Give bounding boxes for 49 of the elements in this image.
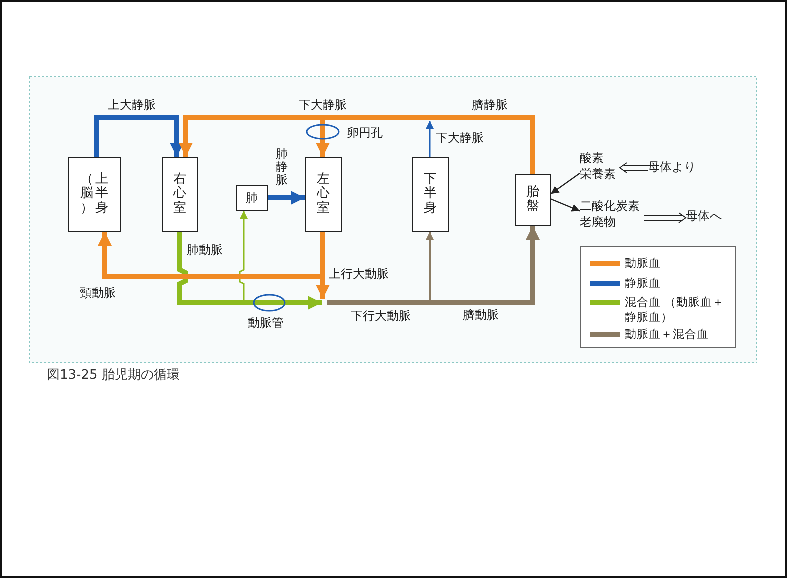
arrow	[426, 121, 434, 157]
legend-label: 動脈血	[625, 256, 662, 271]
arrow	[327, 226, 540, 306]
organ-box	[68, 157, 121, 232]
annotation-text: 老廃物	[580, 214, 616, 230]
organ-label: 胎盤	[526, 186, 540, 214]
organ-label: 下半身	[424, 173, 437, 216]
annotation-text: 母体より	[648, 159, 696, 176]
vessel-label: 下行大動脈	[351, 309, 411, 324]
organ-label: 左心室	[317, 173, 330, 216]
organ-label: 肺	[246, 190, 258, 206]
vessel-label: 下大静脈	[299, 98, 347, 112]
organ-box	[305, 157, 342, 232]
marker-ellipse	[306, 124, 340, 140]
edge-label: 臍静脈	[472, 98, 508, 112]
annotation-text: 二酸化炭素	[580, 198, 640, 214]
vessel-label: 卵円孔	[347, 126, 383, 140]
arrow	[316, 140, 330, 157]
arrow	[268, 191, 305, 205]
arrow	[286, 296, 322, 310]
organ-label: 右心室	[174, 173, 186, 216]
arrow	[94, 116, 184, 157]
annotation-text: 酸素	[580, 150, 604, 166]
vessel-label: 動脈管	[248, 316, 284, 330]
edge-label: 頸動脈	[80, 286, 116, 300]
marker-ellipse	[253, 294, 286, 312]
double-arrow	[644, 212, 687, 224]
organ-label: （脳）	[80, 173, 94, 216]
organ-label: 上半身	[96, 173, 108, 216]
organ-box	[515, 174, 551, 226]
edge-label: 下大静脈	[436, 131, 484, 146]
edge-label: 上行大動脈	[329, 267, 389, 282]
legend-label: 混合血 （動脈血＋静脈血）	[625, 295, 726, 325]
double-arrow	[619, 162, 648, 174]
organ-box	[162, 157, 198, 232]
edge-label: 肺動脈	[187, 243, 223, 258]
annotation-text: 栄養素	[580, 166, 616, 182]
figure-caption: 図13-25 胎児期の循環	[47, 368, 180, 384]
arrow	[550, 198, 580, 212]
arrow	[426, 232, 434, 303]
annotation-text: 母体へ	[686, 208, 722, 224]
arrow	[550, 173, 580, 195]
edge-label: 上大静脈	[108, 98, 156, 112]
legend-label: 静脈血	[625, 276, 662, 291]
edge-label: 肺静脈	[276, 148, 288, 188]
organ-box	[412, 157, 449, 232]
organ-box	[236, 185, 268, 211]
legend-label: 動脈血＋混合血	[625, 327, 710, 342]
edge-label: 臍動脈	[463, 308, 499, 322]
